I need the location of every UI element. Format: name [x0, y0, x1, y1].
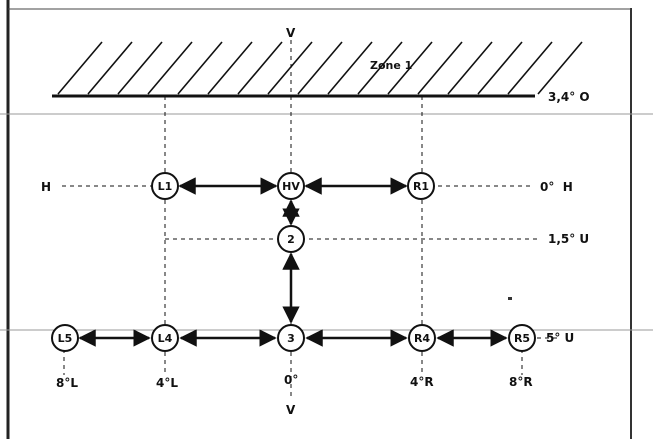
hatch-stroke: [447, 41, 493, 95]
node-l4-label: L4: [158, 332, 173, 345]
hatch-stroke: [117, 41, 163, 95]
hatch-stroke: [507, 41, 553, 95]
node-3-label: 3: [287, 332, 295, 345]
column-label-8l: 8°L: [56, 376, 78, 390]
vertical-axis-top-label: V: [286, 26, 296, 40]
node-r4-label: R4: [414, 332, 430, 345]
zone-label: Zone 1: [370, 59, 412, 72]
hatch-stroke: [477, 41, 523, 95]
column-label-0: 0°: [284, 373, 298, 387]
hatch-stroke: [357, 41, 403, 95]
hatch-stroke: [57, 41, 103, 95]
vertical-axis-bottom-label: V: [286, 403, 296, 417]
node-r5-label: R5: [514, 332, 530, 345]
hatch-stroke: [237, 41, 283, 95]
row-label-5-u: 5° U: [546, 331, 574, 345]
hatch-stroke: [147, 41, 193, 95]
node-l5-label: L5: [58, 332, 73, 345]
row-label-0-h: 0° H: [540, 180, 573, 194]
zone-hatching: [57, 41, 583, 95]
node-hv-label: HV: [282, 180, 300, 193]
hatch-stroke: [417, 41, 463, 95]
hatch-stroke: [267, 41, 313, 95]
hatch-stroke: [87, 41, 133, 95]
node-r1: R1: [407, 172, 435, 200]
node-r4: R4: [408, 324, 436, 352]
node-3: 3: [277, 324, 305, 352]
column-label-4l: 4°L: [156, 376, 178, 390]
horizontal-axis-label: H: [41, 180, 51, 194]
speck: [508, 297, 512, 300]
node-l1-label: L1: [158, 180, 173, 193]
column-label-4r: 4°R: [410, 375, 434, 389]
hatch-stroke: [297, 41, 343, 95]
hatch-stroke: [327, 41, 373, 95]
node-r5: R5: [508, 324, 536, 352]
hatch-stroke: [387, 41, 433, 95]
node-r1-label: R1: [413, 180, 429, 193]
node-l1: L1: [151, 172, 179, 200]
column-label-8r: 8°R: [509, 375, 533, 389]
hatch-stroke: [537, 41, 583, 95]
hatch-stroke: [177, 41, 223, 95]
node-2-label: 2: [287, 233, 295, 246]
node-l5: L5: [51, 324, 79, 352]
row-label-1-5-u: 1,5° U: [548, 232, 589, 246]
node-hv: HV: [277, 172, 305, 200]
hatch-stroke: [207, 41, 253, 95]
cutoff-label: 3,4° O: [548, 90, 590, 104]
node-l4: L4: [151, 324, 179, 352]
node-2: 2: [277, 225, 305, 253]
